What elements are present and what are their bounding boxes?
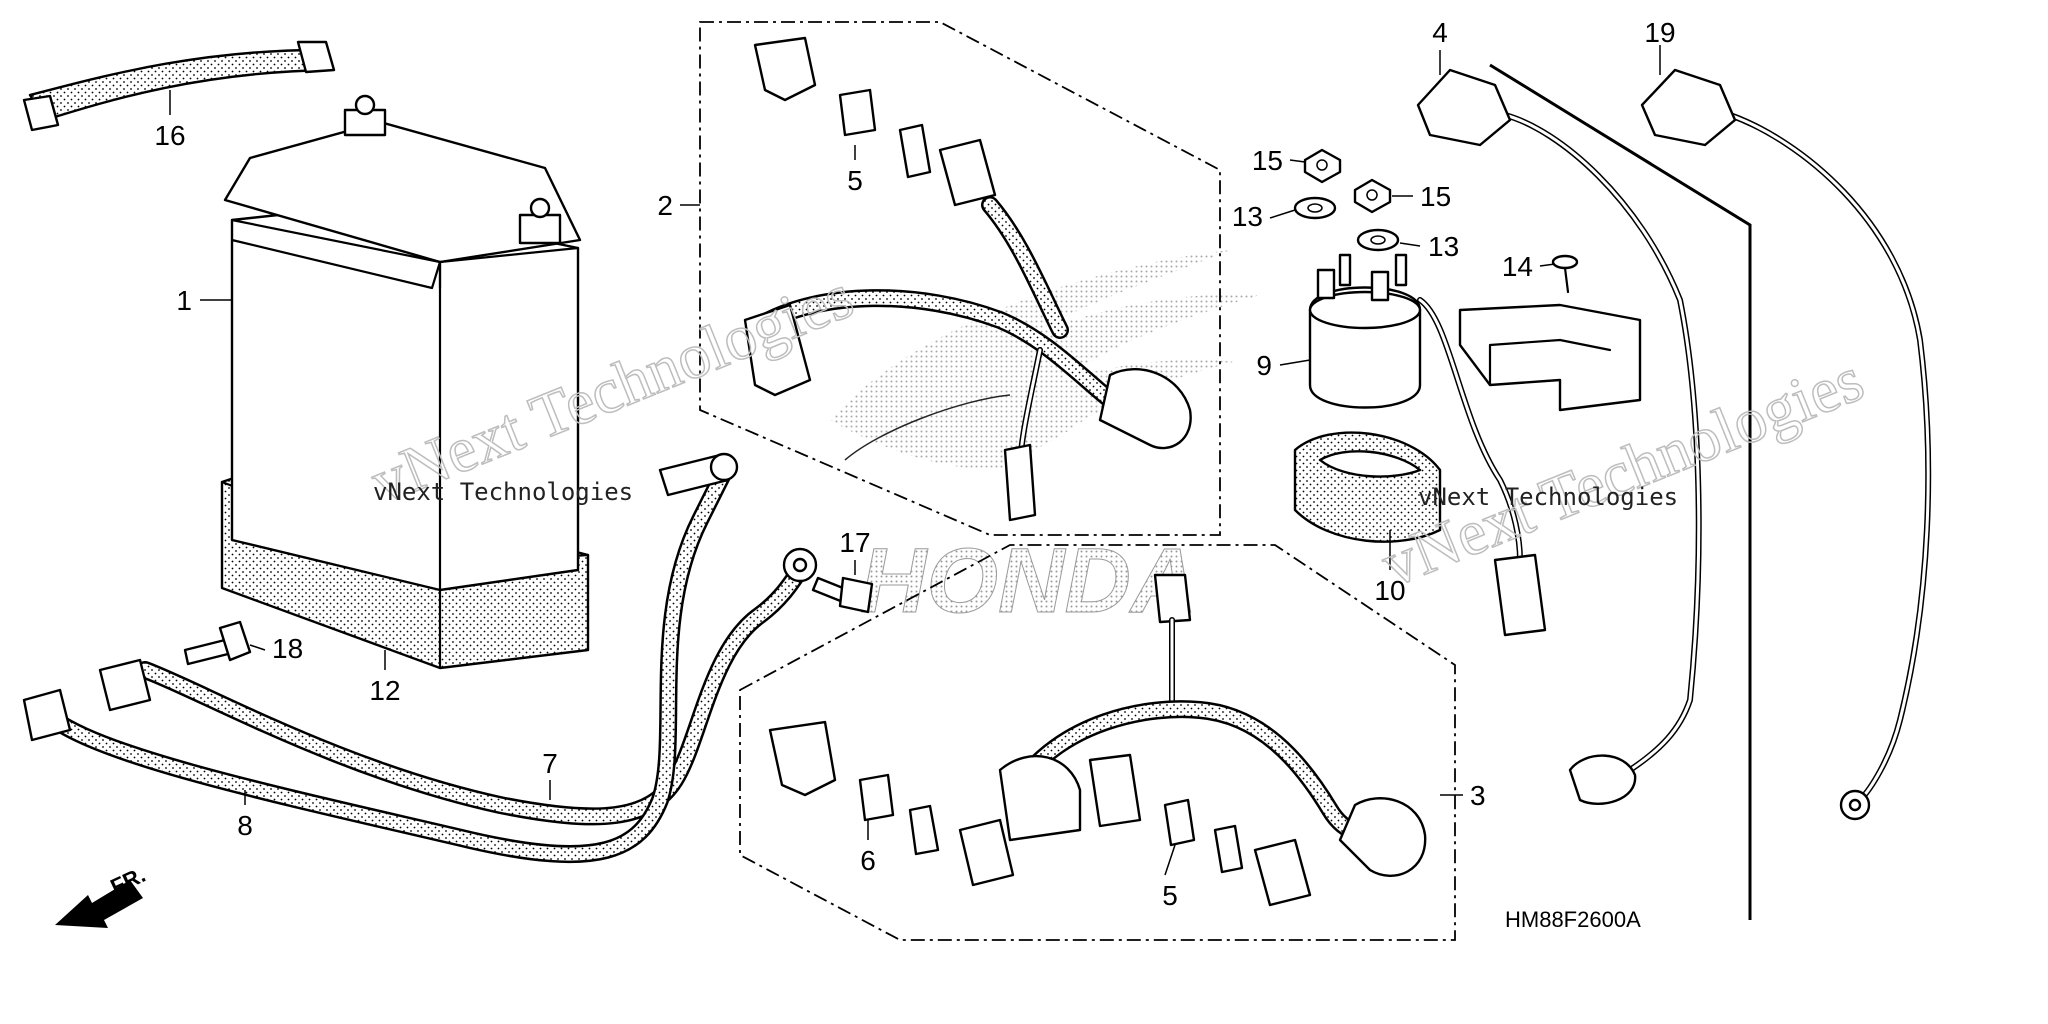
- watermark-text-right: vNext Technologies: [1418, 483, 1678, 511]
- tapping-screw-14: [1551, 254, 1579, 294]
- honda-wordmark-watermark: HONDA: [860, 530, 1198, 633]
- starter-magnetic-switch: [1308, 253, 1422, 409]
- callout-15-lower: 15: [1420, 181, 1451, 212]
- callout-15-upper: 15: [1252, 145, 1283, 176]
- ground-cable-19: [1640, 68, 1932, 821]
- washer-13-upper: [1293, 196, 1337, 220]
- nut-15-upper: [1303, 148, 1342, 184]
- callout-5-lower: 5: [1162, 880, 1178, 911]
- relay-bracket: [1458, 303, 1642, 412]
- subassembly-outline-3: [739, 544, 1456, 941]
- starter-motor-cable-4: [1416, 68, 1702, 805]
- callout-2: 2: [657, 190, 673, 221]
- callout-16: 16: [154, 120, 185, 151]
- front-direction-indicator: FR.: [55, 862, 149, 928]
- callout-13-lower: 13: [1428, 231, 1459, 262]
- callout-6: 6: [860, 845, 876, 876]
- leader-lines: [169, 45, 1661, 876]
- callout-17: 17: [839, 527, 870, 558]
- callout-18: 18: [272, 633, 303, 664]
- relay-lead-connector: [1417, 297, 1547, 637]
- callout-8: 8: [237, 810, 253, 841]
- battery-negative-cable: [22, 452, 739, 864]
- flange-bolt-17: [811, 576, 874, 614]
- callout-10: 10: [1374, 575, 1405, 606]
- callout-labels: 1 2 3 4 5 5 6 7 8 9 10 12 13 13 14 15 15…: [154, 17, 1675, 911]
- callout-3: 3: [1470, 780, 1486, 811]
- washer-13-lower: [1356, 228, 1400, 252]
- group-divider-line: [1489, 63, 1752, 920]
- callout-1: 1: [176, 285, 192, 316]
- callout-7: 7: [542, 748, 558, 779]
- callout-14: 14: [1502, 251, 1533, 282]
- callout-13-upper: 13: [1232, 201, 1263, 232]
- battery-positive-cable: [98, 547, 818, 826]
- front-arrow-icon: [55, 880, 143, 928]
- callout-9: 9: [1256, 350, 1272, 381]
- honda-wing-logo-watermark: [830, 250, 1260, 470]
- honda-logo-text: HONDA: [860, 530, 1197, 632]
- battery-negative-terminal: [518, 197, 562, 245]
- callout-19: 19: [1644, 17, 1675, 48]
- battery: [223, 94, 582, 592]
- callout-5-upper: 5: [847, 165, 863, 196]
- main-wire-harness: [768, 573, 1427, 907]
- nut-15-lower: [1353, 178, 1392, 214]
- diagram-code: HM88F2600A: [1505, 907, 1641, 932]
- battery-positive-terminal: [343, 94, 387, 137]
- starter-relay-cover: [1293, 431, 1442, 543]
- watermark-text-left: vNext Technologies: [373, 478, 633, 506]
- callout-12: 12: [369, 675, 400, 706]
- sub-wire-harness: [743, 36, 1192, 522]
- callout-4: 4: [1432, 17, 1448, 48]
- subassembly-outline-2: [699, 21, 1221, 536]
- battery-strap: [22, 40, 336, 132]
- flange-bolt-18: [183, 620, 252, 666]
